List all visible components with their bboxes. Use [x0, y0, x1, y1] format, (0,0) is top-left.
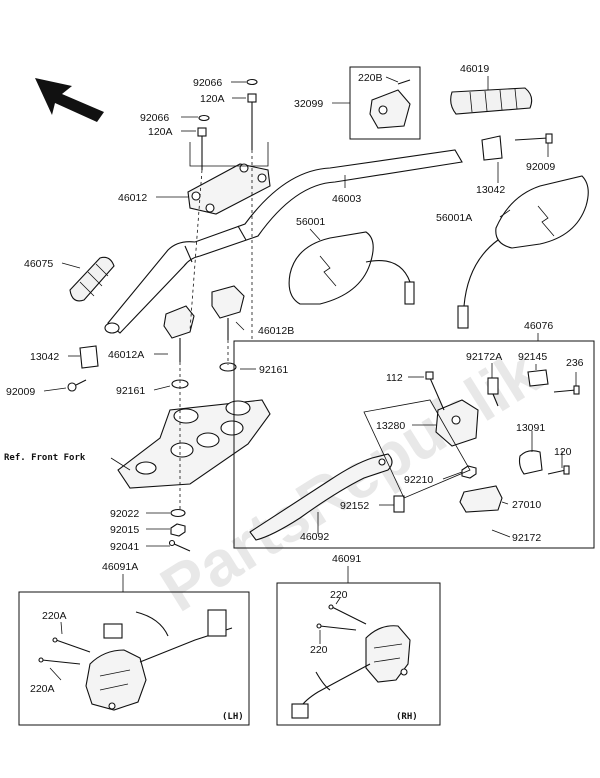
callout-46075: 46075	[24, 258, 53, 270]
bolt-120a-lower	[197, 114, 210, 170]
callout-120: 120	[554, 446, 572, 458]
callout-13042-right: 13042	[476, 184, 505, 196]
callout-220a-lower: 220A	[30, 683, 55, 695]
lever-pivot-lines	[363, 399, 471, 499]
bolt-92009-left	[67, 379, 87, 392]
callout-46091a: 46091A	[102, 561, 138, 573]
adjuster-92172a	[487, 377, 499, 407]
lh-tag: (LH)	[222, 712, 244, 722]
callout-92015: 92015	[110, 524, 139, 536]
rh-screw-a	[316, 623, 357, 631]
rh-switch-cable	[291, 663, 371, 719]
callout-120a-upper: 120A	[200, 93, 225, 105]
callout-92022: 92022	[110, 508, 139, 520]
callout-112: 112	[386, 372, 403, 384]
callout-46012b: 46012B	[258, 325, 294, 337]
upper-clamp	[187, 163, 271, 215]
bar-end-left	[79, 345, 99, 369]
bolt-120a-upper	[246, 78, 258, 150]
nut-92015	[170, 523, 186, 537]
callout-46092: 46092	[300, 531, 329, 543]
rh-screw-b	[328, 604, 367, 625]
callout-92041: 92041	[110, 541, 139, 553]
callout-56001: 56001	[296, 216, 325, 228]
callout-92172a: 92172A	[466, 351, 502, 363]
callout-220-lower: 220	[310, 644, 328, 656]
washer-92022	[170, 508, 186, 518]
callout-92066-upper: 92066	[193, 77, 222, 89]
bolt-92009-right	[514, 133, 553, 144]
callout-46019: 46019	[460, 63, 489, 75]
callout-220b: 220B	[358, 72, 383, 84]
callout-46012: 46012	[118, 192, 147, 204]
lower-clamp-b	[211, 285, 245, 340]
lower-clamp-a	[163, 305, 195, 362]
callout-27010: 27010	[512, 499, 541, 511]
left-grip	[69, 256, 115, 302]
callout-92009-right: 92009	[526, 161, 555, 173]
steering-stem-bracket	[117, 399, 271, 489]
callout-120a-lower: 120A	[148, 126, 173, 138]
handlebar-tube	[104, 149, 463, 334]
bracket-92145	[527, 369, 549, 387]
bar-end-right	[481, 135, 503, 161]
front-direction-arrow-icon	[35, 78, 104, 122]
callout-92145: 92145	[518, 351, 547, 363]
callout-236: 236	[566, 357, 584, 369]
callout-92161-left: 92161	[116, 385, 145, 397]
callout-13042-left: 13042	[30, 351, 59, 363]
pivot-bolt-112	[425, 371, 445, 411]
lh-screw-b	[38, 657, 81, 665]
collar-92152	[393, 495, 405, 513]
lh-switch-box	[18, 591, 250, 726]
screw-236	[553, 385, 580, 395]
callout-46091: 46091	[332, 553, 361, 565]
rh-tag: (RH)	[396, 712, 418, 722]
lh-switch-housing	[85, 649, 147, 711]
callout-92066-lower: 92066	[140, 112, 169, 124]
callout-13091: 13091	[516, 422, 545, 434]
callout-56001a: 56001A	[436, 212, 472, 224]
lever-assembly-box	[233, 340, 595, 549]
callout-46012a: 46012A	[108, 349, 144, 361]
ref-front-fork-note: Ref. Front Fork	[4, 453, 86, 463]
washer-92161-right	[219, 362, 237, 372]
callout-220a-upper: 220A	[42, 610, 67, 622]
callout-46076: 46076	[524, 320, 553, 332]
lever-holder	[435, 399, 479, 447]
leader-lines	[43, 76, 577, 681]
mirror-right	[457, 175, 589, 329]
lh-screw-a	[52, 637, 91, 653]
callout-46003: 46003	[332, 193, 361, 205]
rh-switch-box	[276, 582, 441, 726]
callout-92152: 92152	[340, 500, 369, 512]
bracket-13091	[518, 450, 543, 475]
lh-switch-cable	[103, 609, 233, 663]
callout-92210: 92210	[404, 474, 433, 486]
callout-13280: 13280	[376, 420, 405, 432]
cotter-pin-92041	[168, 539, 191, 552]
right-grip	[450, 87, 533, 115]
mirror-left	[288, 231, 415, 305]
rh-switch-housing	[365, 625, 411, 683]
callout-32099: 32099	[294, 98, 323, 110]
throttle-housing	[369, 79, 411, 129]
callout-220-upper: 220	[330, 589, 348, 601]
bolt-120-lever	[547, 465, 570, 475]
callout-92161-right: 92161	[259, 364, 288, 376]
switch-27010	[459, 485, 503, 513]
clutch-lever	[249, 453, 393, 541]
callout-92172: 92172	[512, 532, 541, 544]
callout-92009-left: 92009	[6, 386, 35, 398]
